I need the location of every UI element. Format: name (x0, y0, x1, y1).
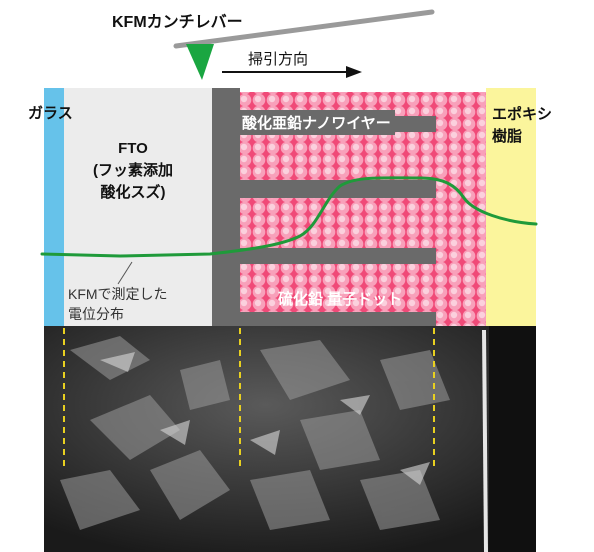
nanowire-label: 酸化亜鉛ナノワイヤー (238, 110, 395, 135)
glass-label: ガラス (28, 105, 73, 122)
sem-image (44, 326, 536, 552)
potential-leader (117, 261, 133, 285)
qdot-label: 硫化鉛 量子ドット (278, 291, 403, 308)
fto-label: FTO (フッ素添加 酸化スズ) (93, 140, 173, 201)
fto-layer (64, 88, 212, 326)
glass-layer (44, 88, 64, 326)
cantilever-beam (173, 9, 435, 49)
epoxy-layer (486, 88, 536, 326)
sem-guide-lines (63, 328, 435, 470)
cantilever-title: KFMカンチレバー (112, 14, 243, 31)
cantilever-tip (186, 44, 214, 80)
epoxy-label: エポキシ 樹脂 (492, 106, 553, 145)
potential-label: KFMで測定した 電位分布 (68, 286, 168, 322)
scan-direction-label: 掃引方向 (248, 51, 309, 68)
potential-curve (40, 176, 538, 258)
scan-arrowhead (346, 66, 362, 78)
